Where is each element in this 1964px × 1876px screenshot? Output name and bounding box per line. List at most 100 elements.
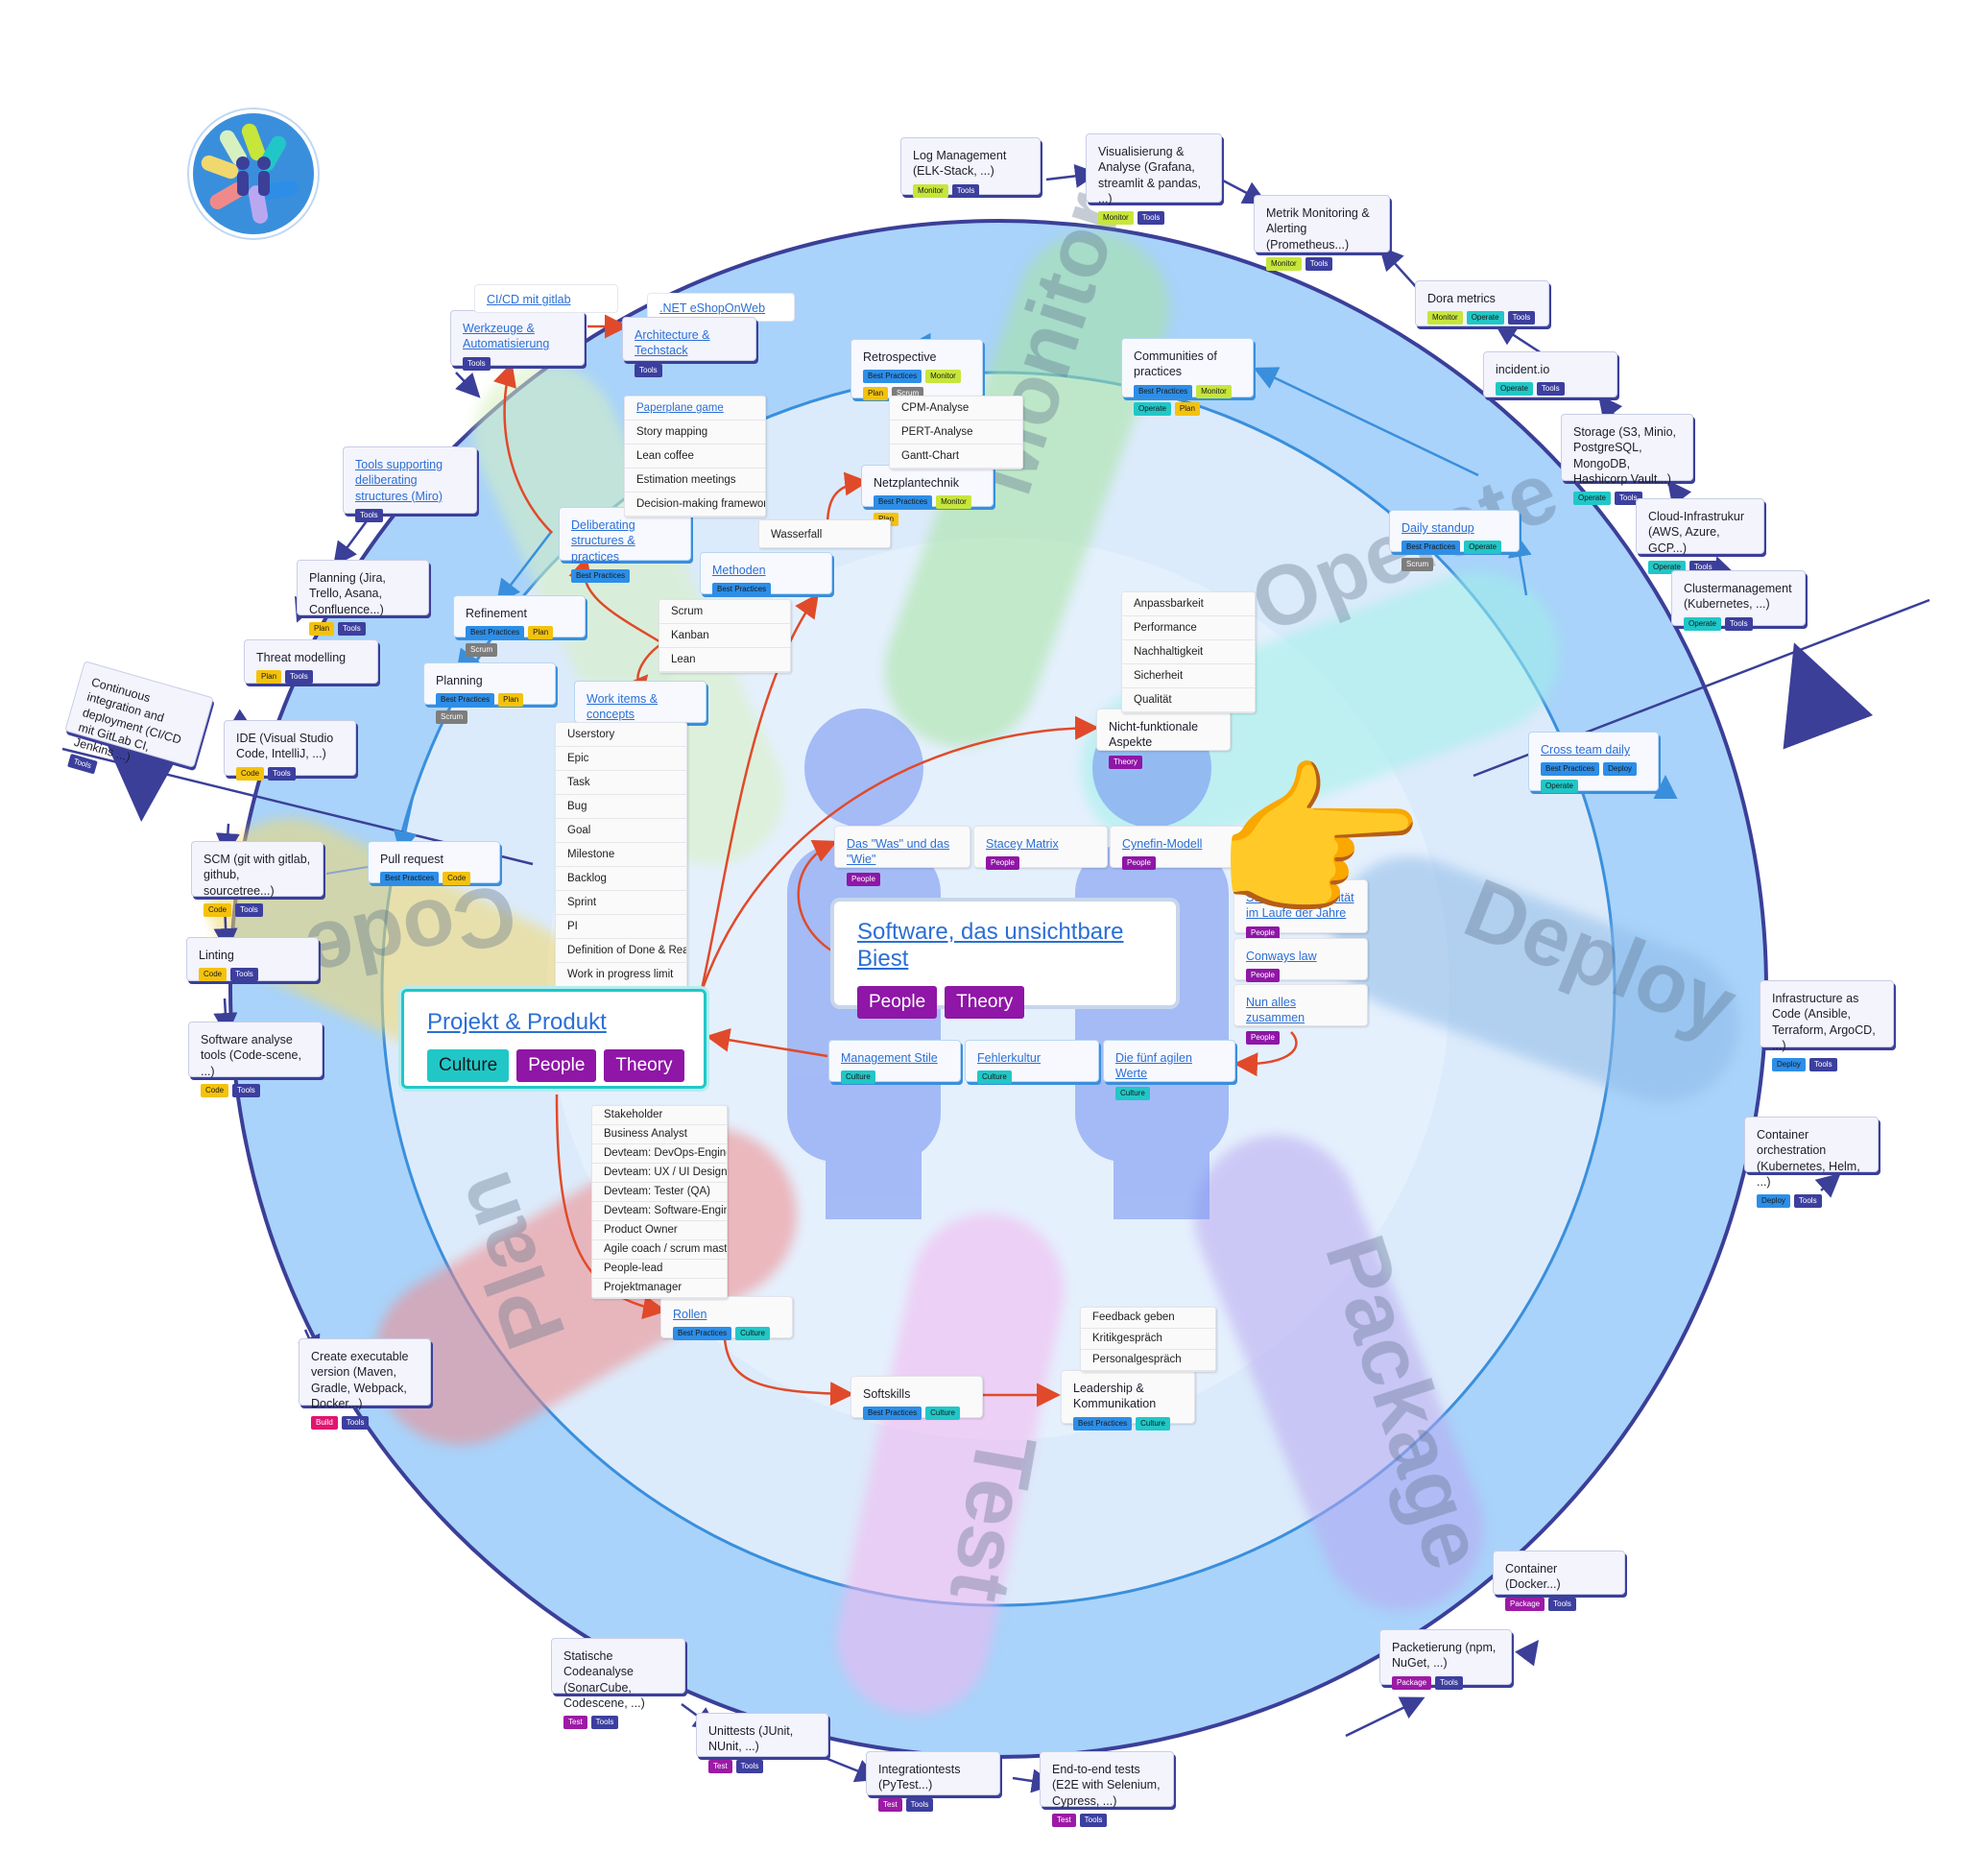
list-item: Product Owner — [592, 1221, 727, 1240]
card-stacey[interactable]: Stacey Matrix People — [973, 826, 1108, 871]
tag-monitor: Monitor — [925, 370, 961, 384]
list-item: Definition of Done & Ready — [556, 939, 686, 963]
tag-operate: Operate — [1134, 401, 1171, 416]
card-architecture[interactable]: Architecture & Techstack Tools — [622, 317, 756, 377]
tag-tools: Tools — [1305, 256, 1333, 271]
tag-best-practices: Best Practices — [1134, 384, 1193, 398]
card-wasserfall[interactable]: Wasserfall — [758, 519, 891, 548]
list-item: Task — [556, 771, 686, 795]
card-cloud-infra[interactable]: Cloud-Infrastrukur (AWS, Azure, GCP...) … — [1636, 498, 1764, 574]
tag-operate: Operate — [1541, 780, 1578, 794]
card-was-und-wie[interactable]: Das "Was" und das "Wie" People — [834, 826, 970, 886]
list-item: Projektmanager — [592, 1279, 727, 1298]
card-nun-alles[interactable]: Nun alles zusammen People — [1233, 984, 1368, 1045]
tag-test: Test — [1052, 1813, 1076, 1827]
card-conways-law[interactable]: Conways law People — [1233, 938, 1368, 983]
tag-theory: Theory — [604, 1049, 684, 1082]
list-item: Business Analyst — [592, 1125, 727, 1144]
card-visualisierung[interactable]: Visualisierung & Analyse (Grafana, strea… — [1086, 133, 1222, 225]
list-scrum: Scrum Kanban Lean — [659, 599, 791, 673]
card-container-orchestration[interactable]: Container orchestration (Kubernetes, Hel… — [1744, 1117, 1879, 1208]
tag-people: People — [1246, 926, 1280, 940]
card-werkzeuge[interactable]: Werkzeuge & Automatisierung Tools — [450, 310, 585, 371]
tag-test: Test — [878, 1797, 902, 1812]
tag-tools: Tools — [341, 1416, 370, 1430]
tag-plan: Plan — [256, 670, 282, 685]
card-planning-tools[interactable]: Planning (Jira, Trello, Asana, Confluenc… — [297, 560, 429, 636]
card-software-analyse-tools[interactable]: Software analyse tools (Code-scene, ...)… — [188, 1022, 323, 1097]
list-item: Sicherheit — [1122, 664, 1255, 688]
list-item[interactable]: Paperplane game — [625, 397, 765, 421]
card-executable-version[interactable]: Create executable version (Maven, Gradle… — [299, 1338, 431, 1430]
card-metrik-monitoring[interactable]: Metrik Monitoring & Alerting (Prometheus… — [1254, 195, 1390, 271]
list-item: Story mapping — [625, 421, 765, 445]
card-e2e-tests[interactable]: End-to-end tests (E2E with Selenium, Cyp… — [1040, 1751, 1174, 1827]
tag-plan: Plan — [863, 387, 889, 401]
card-infrastructure-as-code[interactable]: Infrastructure as Code (Ansible, Terrafo… — [1760, 980, 1894, 1071]
tag-plan: Plan — [309, 621, 335, 636]
card-methoden[interactable]: Methoden Best Practices — [700, 552, 832, 597]
card-work-items[interactable]: Work items & concepts Best Practices — [574, 681, 707, 741]
list-item: Lean coffee — [625, 445, 765, 469]
card-scm[interactable]: SCM (git with gitlab, github, sourcetree… — [191, 841, 323, 917]
tag-people: People — [986, 856, 1019, 871]
tag-tools: Tools — [1536, 382, 1565, 397]
tag-tools: Tools — [905, 1797, 934, 1812]
card-ide[interactable]: IDE (Visual Studio Code, IntelliJ, ...) … — [224, 720, 356, 781]
tag-code: Code — [443, 872, 471, 886]
tag-deploy: Deploy — [1757, 1194, 1790, 1208]
tag-best-practices: Best Practices — [863, 370, 922, 384]
card-softwarekomplex[interactable]: Softwarekomplexität im Laufe der Jahre P… — [1233, 879, 1368, 940]
software-title-link[interactable]: Software, das unsichtbare Biest — [857, 919, 1124, 972]
card-nicht-funktionale[interactable]: Nicht-funktionale Aspekte Theory — [1096, 709, 1231, 769]
list-item: Backlog — [556, 867, 686, 891]
list-item: Performance — [1122, 616, 1255, 640]
tag-people: People — [1246, 1030, 1280, 1045]
card-statische-codeanalyse[interactable]: Statische Codeanalyse (SonarCube, Codesc… — [551, 1638, 685, 1729]
list-paperplane: Paperplane game Story mapping Lean coffe… — [624, 396, 766, 517]
tag-monitor: Monitor — [1427, 311, 1463, 325]
card-management-stile[interactable]: Management Stile Culture — [828, 1040, 961, 1085]
card-storage[interactable]: Storage (S3, Minio, PostgreSQL, MongoDB,… — [1561, 414, 1693, 505]
card-leadership[interactable]: Leadership & Kommunikation Best Practice… — [1061, 1370, 1195, 1431]
card-projekt-produkt[interactable]: Projekt & Produkt Culture People Theory — [401, 989, 707, 1089]
list-item: PERT-Analyse — [890, 421, 1022, 445]
card-fehlerkultur[interactable]: Fehlerkultur Culture — [965, 1040, 1099, 1085]
projekt-title-link[interactable]: Projekt & Produkt — [427, 1009, 607, 1035]
tag-best-practices: Best Practices — [466, 626, 525, 640]
tag-tools: Tools — [232, 1083, 260, 1097]
card-cynefin[interactable]: Cynefin-Modell People — [1110, 826, 1244, 871]
card-netzplantechnik[interactable]: Netzplantechnik Best PracticesMonitorPla… — [861, 465, 994, 527]
card-clustermanagement[interactable]: Clustermanagement (Kubernetes, ...) Oper… — [1671, 570, 1806, 631]
list-item: Goal — [556, 819, 686, 843]
tag-best-practices: Best Practices — [673, 1327, 732, 1341]
card-tools-supporting[interactable]: Tools supporting deliberating structures… — [343, 446, 477, 522]
card-agile-werte[interactable]: Die fünf agilen Werte Culture — [1103, 1040, 1235, 1100]
card-software-unsichtbare-biest[interactable]: Software, das unsichtbare Biest People T… — [834, 902, 1176, 1019]
card-ci-cd-gitlab[interactable]: CI/CD mit gitlab — [474, 284, 618, 313]
list-item: Gantt-Chart — [890, 445, 1022, 469]
tag-monitor: Monitor — [1196, 384, 1232, 398]
list-cpm: CPM-Analyse PERT-Analyse Gantt-Chart — [889, 396, 1023, 469]
tag-code: Code — [236, 766, 265, 781]
list-item: Nachhaltigkeit — [1122, 640, 1255, 664]
tag-tools: Tools — [1724, 616, 1753, 631]
